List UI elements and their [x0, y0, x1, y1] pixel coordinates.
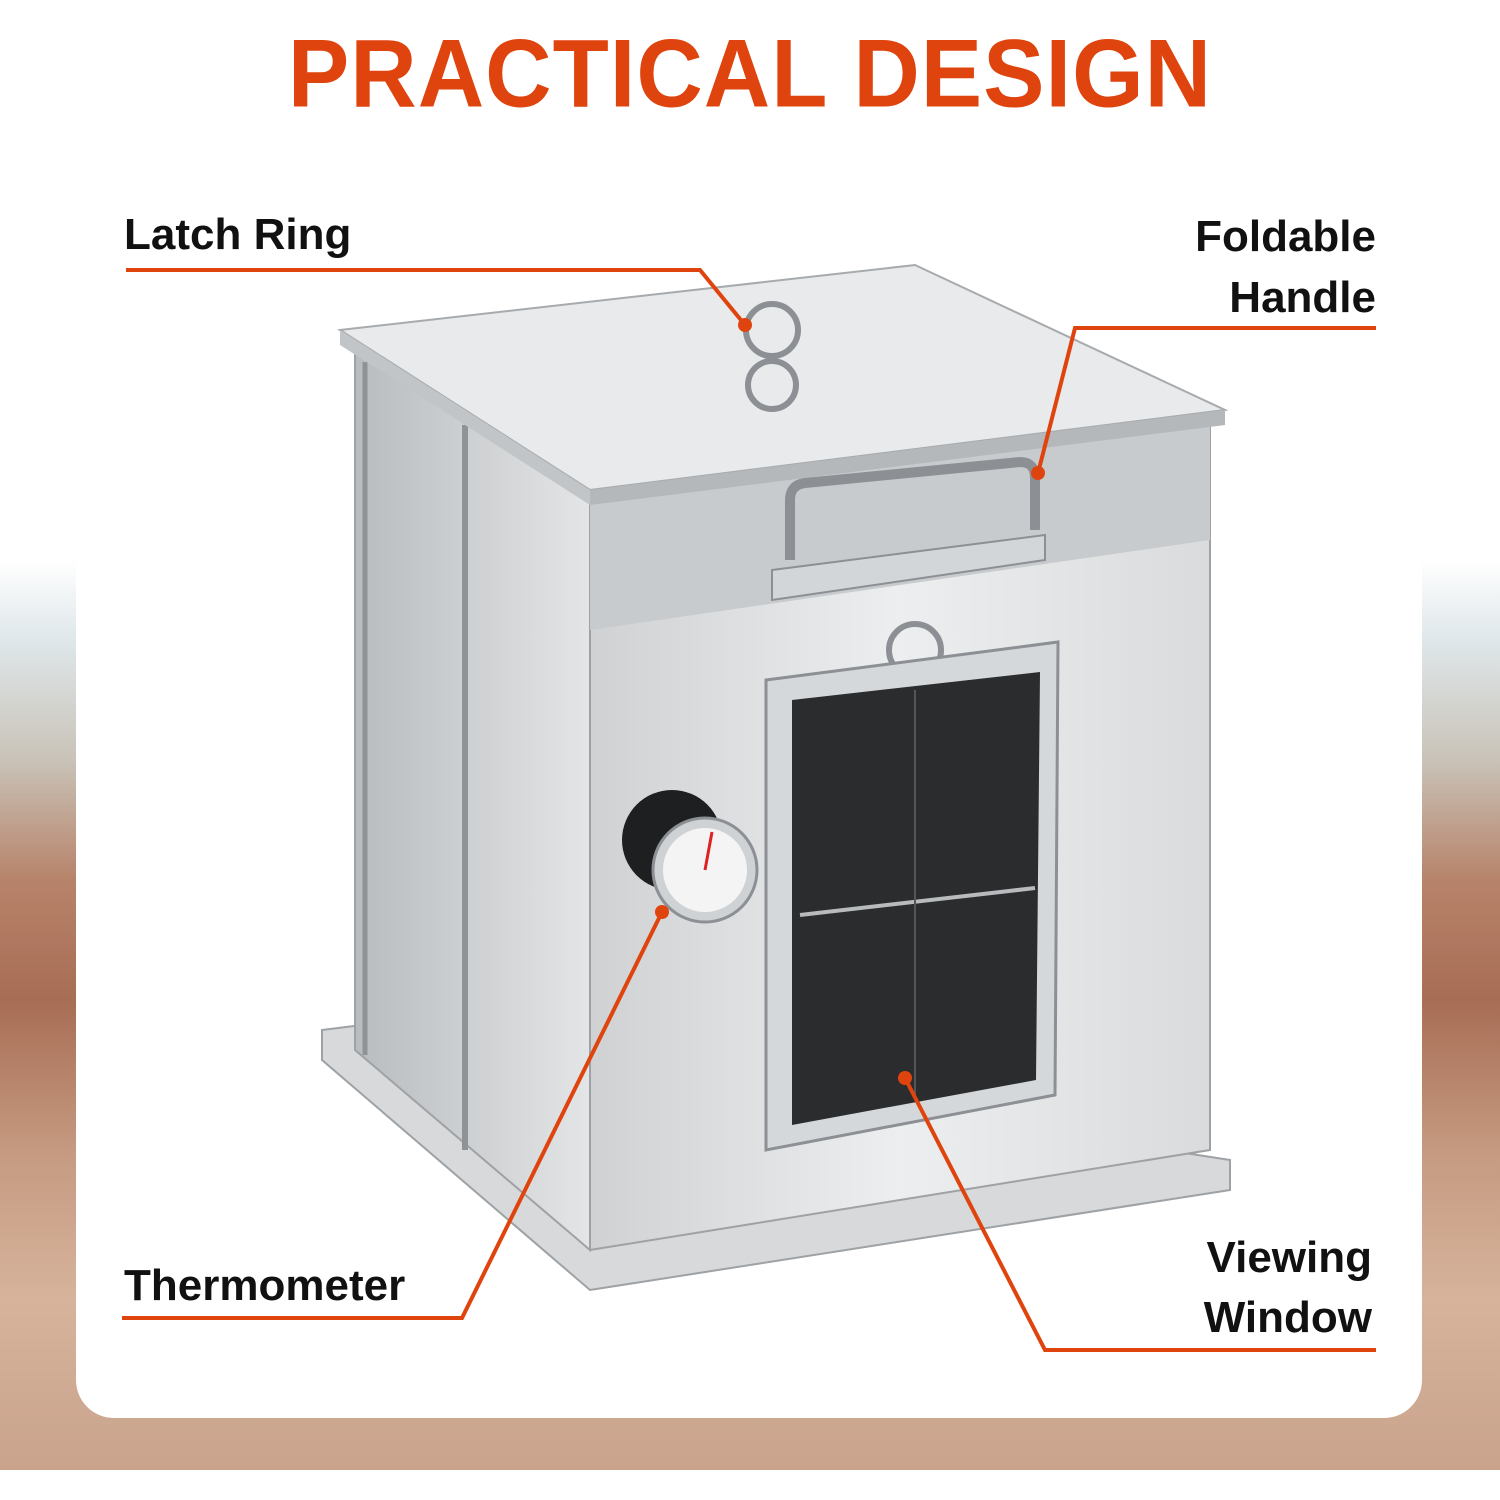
- bottom-margin: [0, 1470, 1500, 1500]
- callout-viewing-window-line1: Viewing: [1206, 1233, 1372, 1282]
- thermometer-icon: [622, 790, 759, 924]
- callout-foldable-handle-line2: Handle: [1229, 273, 1376, 322]
- oven-lid: [337, 263, 1229, 505]
- callout-latch-ring: Latch Ring: [124, 210, 352, 259]
- viewing-window: [764, 640, 1060, 1152]
- latch-ring-leader: [126, 268, 747, 327]
- callout-thermometer: Thermometer: [124, 1261, 406, 1310]
- callout-viewing-window-line2: Window: [1203, 1293, 1372, 1342]
- callout-foldable-handle-line1: Foldable: [1195, 212, 1376, 261]
- thermometer-leader: [122, 911, 664, 1320]
- page-title: PRACTICAL DESIGN: [287, 20, 1213, 128]
- callout-lines: [122, 268, 1376, 1352]
- viewing-window-leader: [903, 1077, 1376, 1352]
- callout-dots: [655, 318, 1045, 1085]
- foldable-handle-leader: [1036, 326, 1376, 474]
